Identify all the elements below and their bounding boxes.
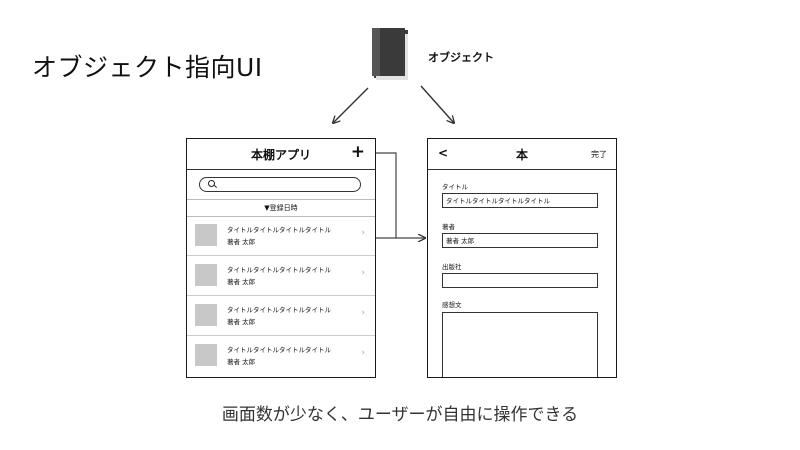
- detail-screen-title: 本: [515, 148, 528, 162]
- book-thumbnail: [195, 224, 217, 246]
- list-item-title: タイトルタイトルタイトルタイトル: [227, 306, 331, 314]
- list-screen-title: 本棚アプリ: [250, 148, 311, 162]
- list-item-title: タイトルタイトルタイトルタイトル: [227, 346, 331, 354]
- list-item-title: タイトルタイトルタイトルタイトル: [227, 226, 331, 234]
- book-thumbnail: [195, 264, 217, 286]
- author-field-label: 著者: [442, 223, 455, 231]
- sort-dropdown[interactable]: ▼登録日時: [187, 199, 375, 217]
- book-detail-screen: < 本 完了 タイトル タイトルタイトルタイトルタイトル 著者 著者 太郎 出版…: [427, 138, 617, 378]
- chevron-right-icon: ›: [361, 228, 365, 238]
- detail-navbar: < 本 完了: [428, 139, 616, 170]
- title-field[interactable]: タイトルタイトルタイトルタイトル: [442, 193, 598, 208]
- book-thumbnail: [195, 344, 217, 366]
- search-icon: [208, 180, 215, 187]
- add-button[interactable]: +: [350, 142, 365, 162]
- chevron-right-icon: ›: [361, 308, 365, 318]
- caption: 画面数が少なく、ユーザーが自由に操作できる: [221, 405, 579, 425]
- list-item-author: 著者 太郎: [227, 358, 256, 366]
- book-to-list-arrow: [333, 87, 369, 123]
- object-label: オブジェクト: [428, 51, 494, 64]
- list-item[interactable]: タイトルタイトルタイトルタイトル 著者 太郎 ›: [187, 256, 375, 296]
- list-item-author: 著者 太郎: [227, 238, 256, 246]
- review-textarea[interactable]: [442, 312, 598, 377]
- list-item[interactable]: タイトルタイトルタイトルタイトル 著者 太郎 ›: [187, 336, 375, 375]
- review-field-label: 感想文: [442, 301, 462, 309]
- publisher-field-label: 出版社: [442, 263, 462, 271]
- slide-title: オブジェクト指向UI: [32, 53, 263, 82]
- list-item[interactable]: タイトルタイトルタイトルタイトル 著者 太郎 ›: [187, 216, 375, 256]
- chevron-right-icon: ›: [361, 268, 365, 278]
- chevron-right-icon: ›: [361, 348, 365, 358]
- author-field[interactable]: 著者 太郎: [442, 233, 598, 248]
- title-field-label: タイトル: [442, 183, 468, 191]
- done-button[interactable]: 完了: [591, 150, 607, 159]
- search-input[interactable]: [199, 177, 361, 192]
- publisher-field[interactable]: [442, 273, 598, 288]
- book-to-detail-arrow: [420, 85, 454, 123]
- list-item-author: 著者 太郎: [227, 278, 256, 286]
- bookshelf-list-screen: 本棚アプリ + ▼登録日時 タイトルタイトルタイトルタイトル 著者 太郎 › タ…: [186, 138, 376, 378]
- book-icon: [372, 28, 408, 80]
- back-button[interactable]: <: [438, 146, 449, 160]
- list-item[interactable]: タイトルタイトルタイトルタイトル 著者 太郎 ›: [187, 296, 375, 336]
- list-item-author: 著者 太郎: [227, 318, 256, 326]
- book-thumbnail: [195, 304, 217, 326]
- list-item-title: タイトルタイトルタイトルタイトル: [227, 266, 331, 274]
- list-navbar: 本棚アプリ +: [187, 139, 375, 170]
